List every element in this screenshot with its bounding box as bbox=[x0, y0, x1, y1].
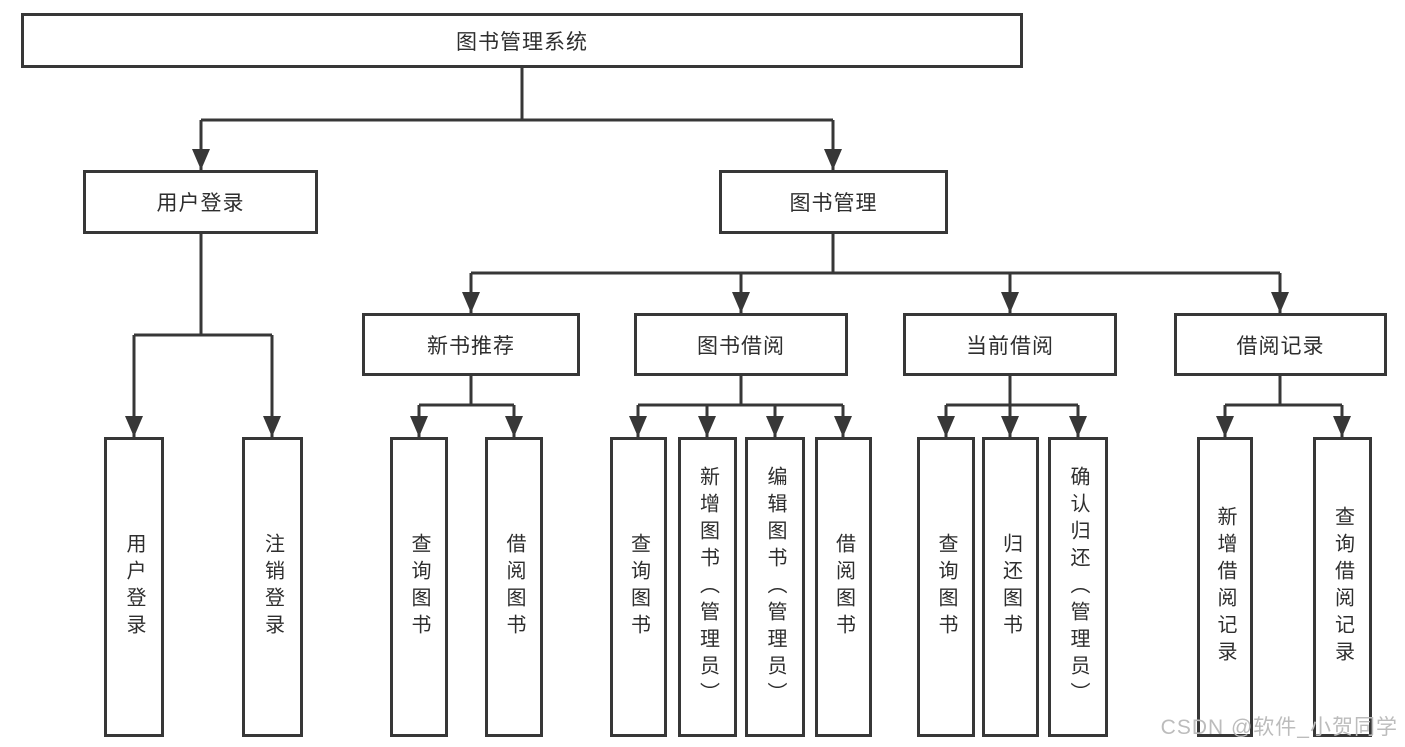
leaf-label: 借阅图书 bbox=[832, 533, 855, 641]
leaf-user-login: 用户登录 bbox=[104, 437, 164, 737]
leaf-label: 注销登录 bbox=[261, 533, 284, 641]
node-current-borrow: 当前借阅 bbox=[903, 313, 1117, 376]
node-label: 借阅记录 bbox=[1236, 334, 1325, 358]
connector-current-to-leaves bbox=[937, 376, 1087, 437]
node-user-login-branch: 用户登录 bbox=[83, 170, 318, 234]
leaf-label: 新增借阅记录 bbox=[1214, 506, 1236, 668]
connector-records-to-leaves bbox=[1216, 376, 1351, 437]
leaf-query-borrow-record: 查询借阅记录 bbox=[1313, 437, 1372, 737]
leaf-label: 归还图书 bbox=[999, 533, 1022, 641]
node-label: 图书借阅 bbox=[697, 334, 785, 358]
node-new-book-recommend: 新书推荐 bbox=[362, 313, 580, 376]
leaf-label: 编辑图书（管理员） bbox=[764, 465, 786, 709]
leaf-borrow-books-recommend: 借阅图书 bbox=[485, 437, 543, 737]
leaf-label: 查询图书 bbox=[935, 533, 957, 641]
leaf-add-borrow-record: 新增借阅记录 bbox=[1197, 437, 1253, 737]
node-root-label: 图书管理系统 bbox=[456, 30, 588, 54]
connector-bookmgmt-to-level2 bbox=[462, 234, 1289, 313]
leaf-confirm-return-admin: 确认归还（管理员） bbox=[1048, 437, 1108, 737]
leaf-label: 借阅图书 bbox=[503, 533, 525, 641]
leaf-label: 查询借阅记录 bbox=[1331, 506, 1354, 668]
csdn-watermark: CSDN @软件_小贺同学 bbox=[1160, 716, 1398, 739]
leaf-query-books-recommend: 查询图书 bbox=[390, 437, 448, 737]
leaf-logout: 注销登录 bbox=[242, 437, 303, 737]
node-label: 当前借阅 bbox=[966, 334, 1054, 358]
connector-borrow-to-leaves bbox=[629, 376, 852, 437]
leaf-return-books: 归还图书 bbox=[982, 437, 1039, 737]
node-borrow-records: 借阅记录 bbox=[1174, 313, 1387, 376]
connector-userlogin-to-leaves bbox=[125, 234, 281, 437]
node-label: 新书推荐 bbox=[427, 334, 515, 358]
leaf-edit-books-admin: 编辑图书（管理员） bbox=[745, 437, 805, 737]
leaf-label: 查询图书 bbox=[627, 533, 650, 641]
node-book-management-branch: 图书管理 bbox=[719, 170, 948, 234]
connector-root-to-level1 bbox=[192, 68, 842, 170]
leaf-query-books-borrow: 查询图书 bbox=[610, 437, 667, 737]
leaf-borrow-books: 借阅图书 bbox=[815, 437, 872, 737]
node-label: 用户登录 bbox=[156, 192, 245, 215]
connector-newbooks-to-leaves bbox=[410, 376, 523, 437]
node-label: 图书管理 bbox=[789, 192, 878, 215]
node-root-system: 图书管理系统 bbox=[21, 13, 1023, 68]
leaf-label: 确认归还（管理员） bbox=[1067, 465, 1089, 709]
leaf-label: 查询图书 bbox=[408, 533, 430, 641]
node-book-borrow: 图书借阅 bbox=[634, 313, 848, 376]
leaf-query-books-current: 查询图书 bbox=[917, 437, 975, 737]
leaf-label: 用户登录 bbox=[123, 533, 145, 641]
leaf-label: 新增图书（管理员） bbox=[696, 465, 719, 709]
leaf-add-books-admin: 新增图书（管理员） bbox=[678, 437, 737, 737]
